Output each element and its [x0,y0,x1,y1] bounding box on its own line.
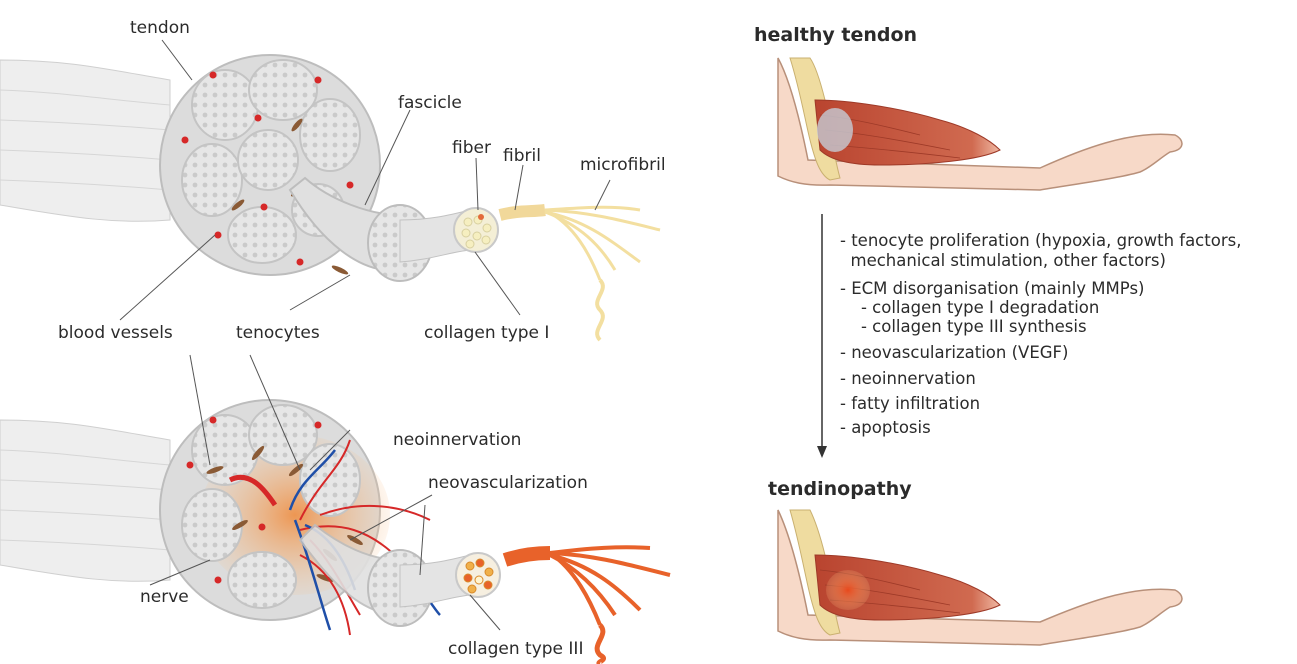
change-item: - neoinnervation [840,369,976,388]
label-tenocytes: tenocytes [236,323,320,343]
tendon-tail [0,60,170,221]
fibril-shape [500,210,545,215]
label-blood-vessels: blood vessels [58,323,173,343]
label-fibril: fibril [503,146,541,166]
fiber-shape [454,208,498,252]
change-item: - collagen type I degradation [840,298,1099,317]
change-item: - tenocyte proliferation (hypoxia, growt… [840,231,1241,250]
label-nerve: nerve [140,587,189,607]
healthy-tendon-illustration [0,55,660,340]
progression-arrow [817,214,827,458]
tendinopathy-illustration [0,400,670,664]
change-item: - neovascularization (VEGF) [840,343,1068,362]
healthy-arm-illustration [778,58,1182,190]
label-neovascularization: neovascularization [428,473,588,493]
label-collagen-type-3: collagen type III [448,639,583,659]
tendon-healthy [817,108,853,152]
changes-list: - tenocyte proliferation (hypoxia, growt… [840,231,1241,437]
title-healthy-tendon: healthy tendon [754,24,917,46]
change-item: - ECM disorganisation (mainly MMPs) [840,279,1144,298]
change-item: - apoptosis [840,418,931,437]
label-collagen-type-1: collagen type I [424,323,549,343]
label-microfibril: microfibril [580,155,666,175]
label-fiber: fiber [452,138,491,158]
tendinopathy-arm-illustration [778,510,1182,645]
label-fascicle: fascicle [398,93,462,113]
title-tendinopathy: tendinopathy [768,478,912,500]
microfibrils [545,207,660,280]
label-neoinnervation: neoinnervation [393,430,521,450]
collagen-helix [597,280,603,340]
collagen3-microfibrils [550,547,670,625]
label-tendon: tendon [130,18,190,38]
change-item: - fatty infiltration [840,394,980,413]
change-item: mechanical stimulation, other factors) [840,251,1166,270]
change-item: - collagen type III synthesis [840,317,1087,336]
lesion-spot [826,570,870,610]
